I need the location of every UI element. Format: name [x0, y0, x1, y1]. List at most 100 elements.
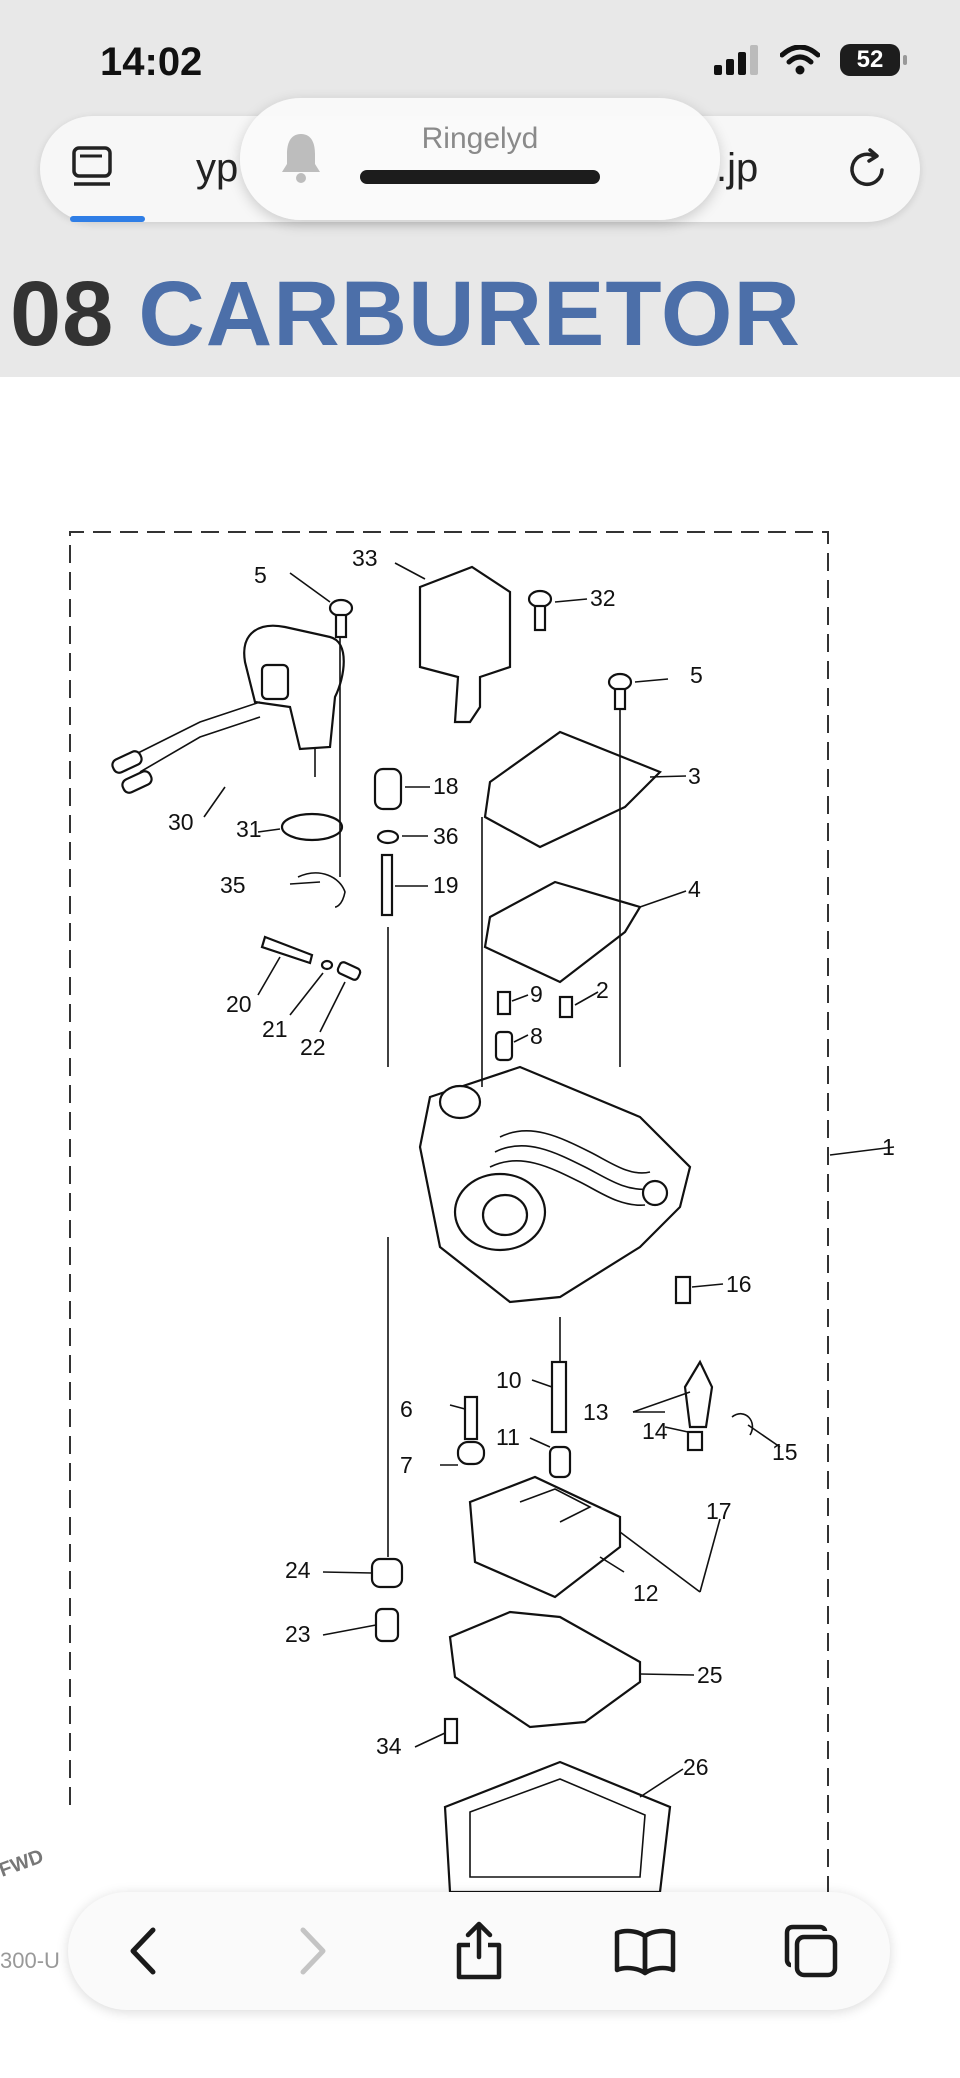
pilot-screw-20: [260, 935, 314, 965]
callout-20: 20: [226, 991, 252, 1017]
screw-5-left: [328, 598, 354, 639]
callout-35: 35: [220, 872, 246, 898]
callout-5-left: 5: [254, 562, 267, 588]
title-number: 08: [10, 263, 115, 365]
callout-16: 16: [726, 1271, 752, 1297]
callout-10: 10: [496, 1367, 522, 1393]
bookmarks-button[interactable]: [608, 1914, 682, 1988]
share-icon: [456, 1921, 502, 1980]
callout-3: 3: [688, 763, 701, 789]
status-time: 14:02: [100, 40, 203, 84]
screw-16: [674, 1275, 692, 1305]
callout-12: 12: [633, 1580, 659, 1606]
o-ring-31: [280, 812, 344, 842]
callout-34: 34: [376, 1733, 402, 1759]
callout-14: 14: [642, 1418, 668, 1444]
plug-7: [456, 1440, 486, 1466]
battery-indicator: 52: [840, 44, 907, 76]
exploded-parts-diagram: 1 2 3 4 5 5 6 7 8 9 10 11 12 13 14 15 16…: [0, 531, 895, 1892]
washer-21: [320, 959, 334, 971]
svg-text:FWD: FWD: [0, 1845, 47, 1881]
spring-8: [494, 1030, 514, 1062]
cellular-signal-icon: [714, 45, 758, 75]
fwd-label: FWD: [0, 1845, 47, 1881]
seat-14: [686, 1430, 704, 1452]
callout-2: 2: [596, 977, 609, 1003]
spring-23: [374, 1607, 400, 1643]
leader-lines: [203, 562, 895, 1798]
callout-8: 8: [530, 1023, 543, 1049]
assembly-boundary: [69, 531, 829, 1892]
callout-labels: 1 2 3 4 5 5 6 7 8 9 10 11 12 13 14 15 16…: [168, 545, 895, 1780]
tabs-icon: [784, 1924, 838, 1978]
reload-icon[interactable]: [844, 146, 890, 192]
browser-toolbar: [68, 1892, 890, 2010]
screw-9: [496, 990, 512, 1016]
float-12: [468, 1475, 622, 1599]
callout-5-right: 5: [690, 662, 703, 688]
url-text-start[interactable]: yp: [196, 146, 239, 190]
callout-19: 19: [433, 872, 459, 898]
callout-11: 11: [496, 1424, 520, 1450]
book-icon: [614, 1928, 676, 1976]
float-bowl-26: [443, 1760, 672, 1892]
back-button[interactable]: [108, 1914, 182, 1988]
spring-11: [548, 1445, 572, 1479]
clip-15: [731, 1412, 754, 1436]
screw-34: [443, 1717, 459, 1745]
callout-4: 4: [688, 876, 701, 902]
chevron-left-icon: [130, 1927, 156, 1975]
callout-22: 22: [300, 1034, 326, 1060]
callout-1: 1: [882, 1134, 895, 1160]
title-word: CARBURETOR: [138, 263, 801, 365]
callout-24: 24: [285, 1557, 311, 1583]
page-load-progress: [70, 216, 145, 222]
solenoid-valve: [111, 624, 345, 794]
url-text-end[interactable]: .jp: [716, 146, 759, 190]
bell-icon: [282, 134, 320, 183]
notification-label: Ringelyd: [421, 122, 539, 155]
callout-33: 33: [352, 545, 378, 571]
callout-17: 17: [706, 1498, 732, 1524]
callout-13: 13: [583, 1399, 609, 1425]
callout-36: 36: [433, 823, 459, 849]
callout-32: 32: [590, 585, 616, 611]
chevron-right-icon: [300, 1927, 326, 1975]
carburetor-body: [418, 1065, 692, 1304]
callout-26: 26: [683, 1754, 709, 1780]
diagram-edge-code: 300-U: [0, 1948, 60, 1973]
callout-9: 9: [530, 981, 543, 1007]
notification-volume-bar: [360, 170, 600, 184]
gasket-25: [448, 1610, 642, 1729]
clip-35: [297, 872, 346, 908]
ringer-notification: Ringelyd: [240, 98, 720, 220]
callout-21: 21: [262, 1016, 288, 1042]
callout-31: 31: [236, 816, 262, 842]
bracket-33: [418, 565, 512, 724]
callout-6: 6: [400, 1396, 413, 1422]
callout-15: 15: [772, 1439, 798, 1465]
main-jet-6: [463, 1395, 479, 1441]
status-icons: 52: [714, 44, 907, 76]
cap-24: [370, 1557, 404, 1589]
plunger-18: [373, 767, 403, 811]
share-button[interactable]: [442, 1914, 516, 1988]
callout-7: 7: [400, 1452, 413, 1478]
reader-mode-icon[interactable]: [70, 146, 114, 192]
cover-plate-3: [483, 730, 662, 849]
callout-23: 23: [285, 1621, 311, 1647]
needle-valve-13: [683, 1359, 714, 1429]
callout-18: 18: [433, 773, 459, 799]
nozzle-10: [550, 1360, 568, 1434]
rod-19: [380, 853, 394, 917]
wifi-icon: [780, 45, 820, 75]
screw-5-right: [607, 672, 633, 711]
callout-30: 30: [168, 809, 194, 835]
float-pin-17: [619, 1531, 701, 1593]
forward-button[interactable]: [274, 1914, 348, 1988]
screw-2: [558, 995, 574, 1019]
callout-25: 25: [697, 1662, 723, 1688]
tabs-button[interactable]: [774, 1914, 848, 1988]
gasket-4: [483, 880, 642, 984]
